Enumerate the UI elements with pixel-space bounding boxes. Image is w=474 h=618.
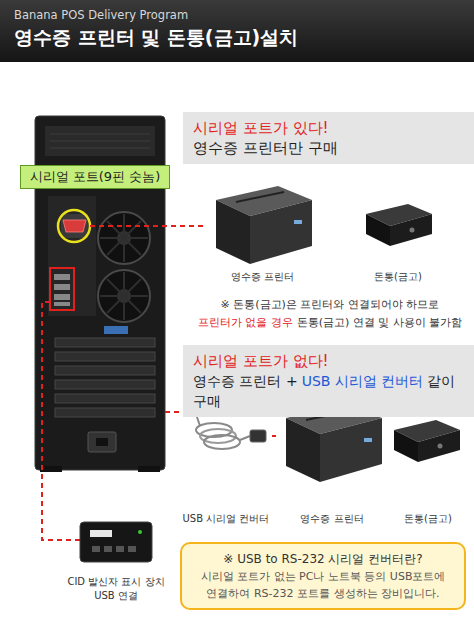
program-name: Banana POS Delivery Program (14, 7, 460, 23)
node-text: 돈통(금고) (374, 270, 422, 284)
node-text: 돈통(금고) (404, 512, 452, 526)
cash-drawer-device: 돈통(금고) (352, 172, 444, 284)
note-text: ※ 돈통(금고)은 프린터와 연결되어야 하므로 (221, 298, 440, 311)
node-text: 시리얼 포트가 없다! (193, 351, 464, 371)
cid-device: CID 발신자 표시 장치USB 연결 (55, 515, 177, 603)
diagram-title: 영수증 프린터 및 돈통(금고)설치 (14, 23, 460, 51)
cash-drawer-device: 돈통(금고) (390, 392, 466, 526)
converter-device: USB 시리얼 컨버터 (180, 400, 272, 526)
drawer-image (366, 204, 432, 246)
node-text: USB 연결 (94, 589, 138, 603)
info-box: ※ USB to RS-232 시리얼 컨버터란?시리얼 포트가 없는 PC나 … (180, 542, 466, 610)
node-text: CID 발신자 표시 장치 (67, 575, 164, 589)
cid-image (80, 522, 152, 562)
node-text: 시리얼 포트가 있다! (193, 118, 464, 138)
printer-device: 영수증 프린터 (205, 172, 320, 284)
node-text: 영수증 프린터만 구매 (193, 138, 464, 158)
option-box: 시리얼 포트가 있다!영수증 프린터만 구매 (183, 112, 474, 164)
banner-sub-slot: Banana POS Delivery Program (14, 7, 460, 23)
note-line: ※ 돈통(금고)은 프린터와 연결되어야 하므로 (186, 296, 474, 314)
printer-image (216, 186, 312, 264)
cable-line (42, 302, 80, 540)
option-box: 시리얼 포트가 없다!영수증 프린터 +USB 시리얼 컨버터같이 구매 (183, 345, 474, 417)
note-warning: 프린터가 없을 경우 (198, 316, 293, 329)
node-text: USB 시리얼 컨버터 (183, 512, 270, 526)
node-text: 영수증 프린터 (300, 512, 363, 526)
banner-title-slot: 영수증 프린터 및 돈통(금고)설치 (14, 23, 460, 51)
node-text: 영수증 프린터 (231, 270, 294, 284)
note-block: ※ 돈통(금고)은 프린터와 연결되어야 하므로 프린터가 없을 경우 돈통(금고… (186, 296, 474, 332)
title-banner: Banana POS Delivery Program 영수증 프린터 및 돈통… (0, 0, 474, 62)
note-text: 돈통(금고) 연결 및 사용이 불가함 (297, 316, 463, 329)
cable-line (272, 435, 276, 437)
node-text: 영수증 프린터 + (193, 373, 298, 389)
node-text: USB 시리얼 컨버터 (302, 373, 424, 389)
node-text: 시리얼 포트(9핀 숫놈) (27, 169, 163, 185)
drawer-image (394, 420, 460, 462)
printer-device: 영수증 프린터 (276, 392, 388, 526)
text-row: 영수증 프린터 +USB 시리얼 컨버터같이 구매 (193, 371, 464, 411)
note-line: 프린터가 없을 경우 돈통(금고) 연결 및 사용이 불가함 (186, 314, 474, 332)
port-label-box: 시리얼 포트(9핀 숫놈) (20, 165, 170, 189)
cable-line (90, 225, 205, 227)
node-text: ※ USB to RS-232 시리얼 컨버터란? (194, 550, 452, 568)
node-text: 시리얼 포트가 없는 PC나 노트북 등의 USB포트에 연결하여 RS-232… (194, 568, 452, 602)
